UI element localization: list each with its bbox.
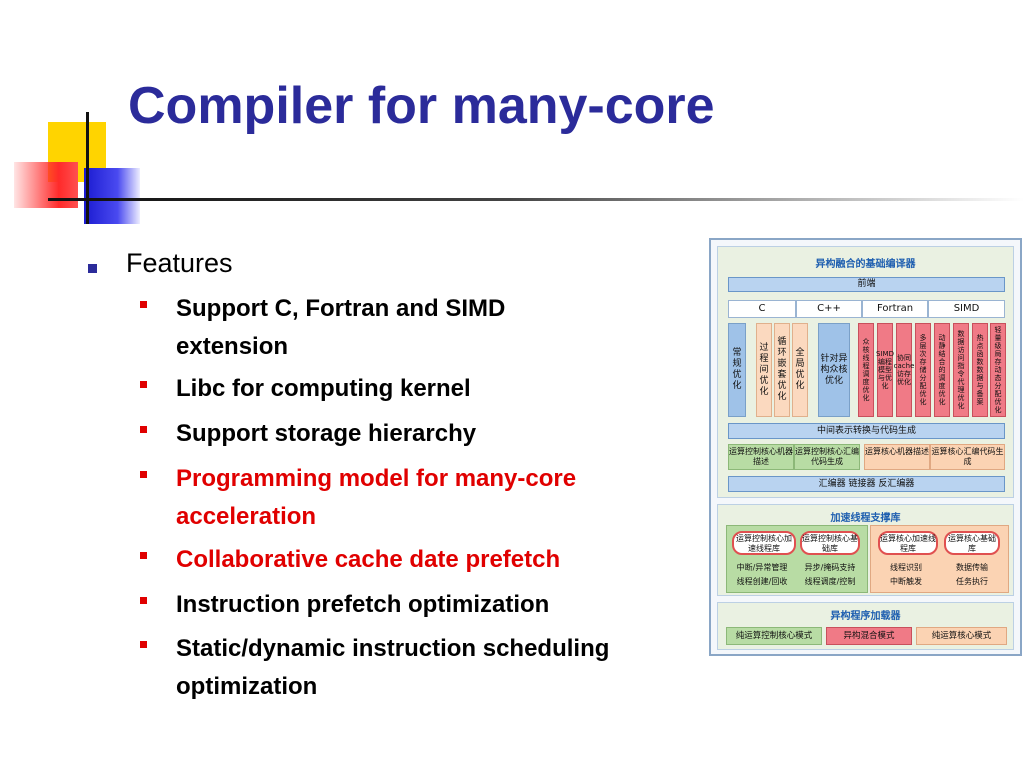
- frontend-bar: 前端: [728, 277, 1005, 292]
- opt-column: 众核线程调度优化: [858, 323, 874, 417]
- architecture-diagram: 异构融合的基础编译器 前端 C C++ Fortran SIMD 常规优化 过程…: [709, 238, 1022, 656]
- feature-text: 中断触发: [890, 577, 922, 586]
- machine-desc-cell: 运算核心机器描述: [864, 444, 930, 470]
- mode-hybrid: 异构混合模式: [826, 627, 912, 645]
- title-divider: [88, 198, 1024, 201]
- bullet-text: Programming model for many-core accelera…: [176, 465, 577, 530]
- slide-title: Compiler for many-core: [128, 77, 715, 135]
- opt-column: 协同cache访存优化: [894, 323, 914, 417]
- logo-vertical-line: [86, 112, 89, 224]
- feature-text: 线程创建/回收: [736, 577, 788, 586]
- opt-column: 常规优化: [728, 323, 746, 417]
- opt-column: SIMD编程模型与优化: [876, 323, 894, 417]
- ir-codegen-bar: 中间表示转换与代码生成: [728, 423, 1005, 439]
- feature-text: 任务执行: [956, 577, 988, 586]
- opt-column: 全局优化: [792, 323, 808, 417]
- bullet-marker: [140, 641, 147, 648]
- lang-fortran: Fortran: [862, 300, 928, 318]
- bullet-text: Support storage hierarchy: [176, 420, 477, 447]
- lang-c: C: [728, 300, 796, 318]
- opt-column: 多层次存储分配优化: [915, 323, 931, 417]
- panel-thread-library: 加速线程支撑库 运算控制核心加速线程库 运算控制核心基础库 运算核心加速线程库 …: [717, 504, 1014, 596]
- feature-text: 线程识别: [890, 563, 922, 572]
- panel-program-loader: 异构程序加载器 纯运算控制核心模式 异构混合模式 纯运算核心模式: [717, 602, 1014, 650]
- feature-text: 异步/掩码支持: [804, 563, 856, 572]
- logo-decoration: [0, 100, 140, 230]
- lang-cpp: C++: [796, 300, 862, 318]
- panel-title: 异构融合的基础编译器: [815, 259, 916, 270]
- bullet-marker: [140, 381, 147, 388]
- bullet-text: Collaborative cache date prefetch: [176, 546, 561, 573]
- bullet-text: Static/dynamic instruction scheduling op…: [176, 635, 610, 700]
- features-label: Features: [126, 248, 233, 278]
- opt-column: 数据访问指令代理优化: [953, 323, 969, 417]
- opt-column: 动静结合的调度优化: [934, 323, 950, 417]
- bullet-marker: [140, 426, 147, 433]
- logo-blue-square: [84, 168, 140, 224]
- machine-desc-cell: 运算控制核心机器描述: [728, 444, 794, 470]
- library-pill: 运算控制核心加速线程库: [732, 531, 796, 555]
- mode-control-core: 纯运算控制核心模式: [726, 627, 822, 645]
- panel-base-compiler: 异构融合的基础编译器 前端 C C++ Fortran SIMD 常规优化 过程…: [717, 246, 1014, 498]
- bullet-text: Libc for computing kernel: [176, 375, 471, 402]
- mode-compute-core: 纯运算核心模式: [916, 627, 1007, 645]
- panel-title: 加速线程支撑库: [830, 513, 901, 524]
- library-pill: 运算控制核心基础库: [800, 531, 860, 555]
- tools-bar: 汇编器 链接器 反汇编器: [728, 476, 1005, 492]
- bullet-text: Instruction prefetch optimization: [176, 591, 550, 618]
- opt-column: 过程间优化: [756, 323, 772, 417]
- feature-text: 中断/异常管理: [736, 563, 788, 572]
- feature-text: 线程调度/控制: [804, 577, 856, 586]
- bullet-marker: [140, 552, 147, 559]
- opt-column: 循环嵌套优化: [774, 323, 790, 417]
- library-pill: 运算核心基础库: [944, 531, 1000, 555]
- bullet-marker: [140, 301, 147, 308]
- opt-column: 针对异构众核优化: [818, 323, 850, 417]
- bullet-marker: [140, 597, 147, 604]
- bullet-text: Support C, Fortran and SIMD extension: [176, 295, 506, 360]
- library-pill: 运算核心加速线程库: [878, 531, 938, 555]
- asm-codegen-cell: 运算核心汇编代码生成: [930, 444, 1005, 470]
- asm-codegen-cell: 运算控制核心汇编代码生成: [794, 444, 860, 470]
- opt-column: 轻量级局存动态分配优化: [990, 323, 1006, 417]
- bullet-marker: [140, 471, 147, 478]
- opt-column: 热点函数数据与备案: [972, 323, 988, 417]
- panel-title: 异构程序加载器: [830, 611, 901, 622]
- lang-simd: SIMD: [928, 300, 1005, 318]
- logo-red-square: [14, 162, 78, 208]
- feature-text: 数据传输: [956, 563, 988, 572]
- bullet-marker: [88, 264, 97, 273]
